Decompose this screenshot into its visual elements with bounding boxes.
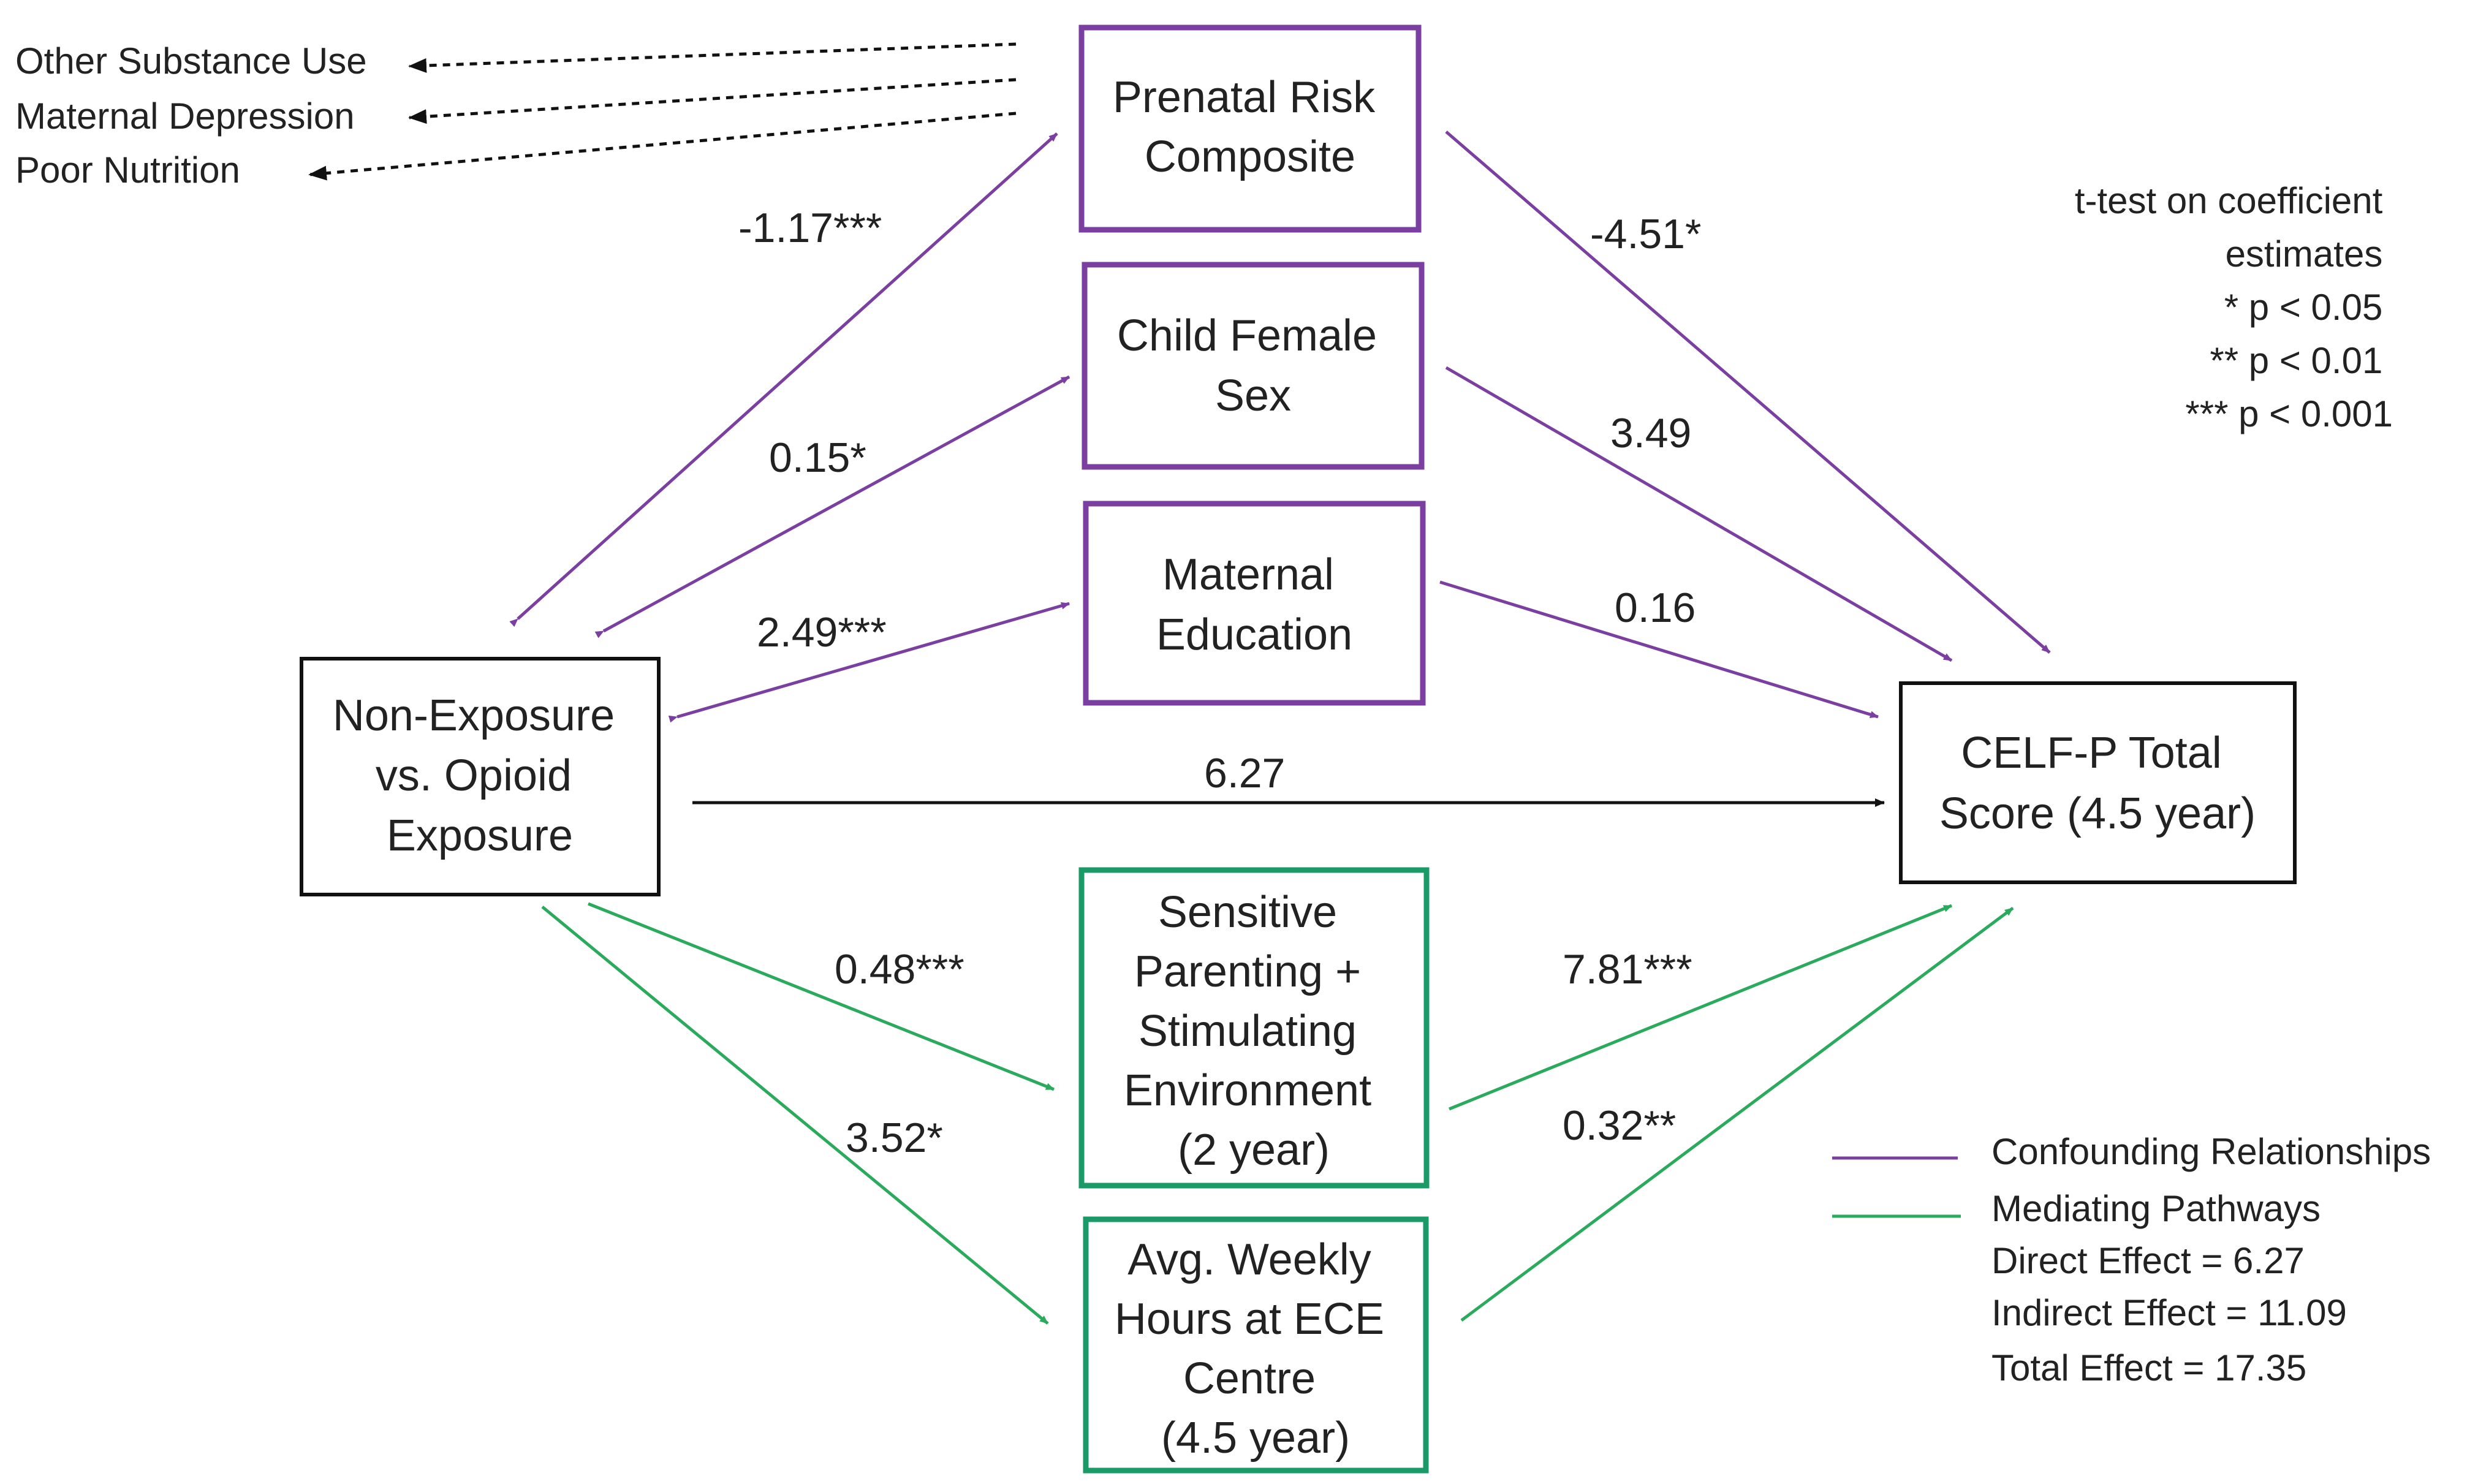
coef-sex-outcome: 3.49 <box>1610 410 1691 456</box>
path-parenting-outcome <box>1449 904 1952 1111</box>
other-confounder-substance-use: Other Substance Use <box>15 40 367 81</box>
node-prenatal-risk: Prenatal Risk Composite <box>1078 25 1422 233</box>
node-maternal-education-label: Maternal Education <box>1156 550 1352 659</box>
coef-exposure-education: 2.49*** <box>757 609 887 656</box>
coef-parenting-outcome: 7.81*** <box>1563 946 1692 993</box>
node-prenatal-risk-label: Prenatal Risk Composite <box>1113 73 1387 181</box>
dashed-arrow-substance-use <box>408 42 1017 73</box>
legend-indirect-effect: Indirect Effect = 11.09 <box>1991 1292 2347 1333</box>
legend-confounding: Confounding Relationships <box>1991 1131 2431 1172</box>
node-outcome-label: CELF-P Total Score (4.5 year) <box>1939 729 2256 838</box>
path-exposure-maternal-education <box>668 602 1070 723</box>
node-outcome: CELF-P Total Score (4.5 year) <box>1899 681 2297 884</box>
coef-exposure-sex: 0.15* <box>769 434 866 481</box>
coefficient-labels: -1.17*** 0.15* 2.49*** -4.51* 3.49 0.16 … <box>738 205 1701 1161</box>
path-ece-hours-outcome <box>1460 906 2014 1322</box>
coef-ece-outcome: 0.32** <box>1563 1102 1676 1149</box>
coef-exposure-ece: 3.52* <box>846 1115 943 1161</box>
coef-exposure-parenting: 0.48*** <box>835 946 964 993</box>
path-exposure-child-sex <box>594 375 1070 638</box>
node-parenting-label: Sensitive Parenting + Stimulating Enviro… <box>1124 888 1384 1175</box>
path-child-sex-outcome <box>1445 366 1953 662</box>
dashed-arrow-poor-nutrition <box>308 112 1017 181</box>
coef-exposure-prenatal: -1.17*** <box>738 205 882 251</box>
coef-direct: 6.27 <box>1204 750 1285 797</box>
other-confounder-poor-nutrition: Poor Nutrition <box>15 150 240 191</box>
path-maternal-education-outcome <box>1439 580 1879 719</box>
path-exposure-ece-hours <box>541 906 1049 1325</box>
node-child-sex: Child Female Sex <box>1082 262 1425 470</box>
confounding-paths <box>509 131 2051 723</box>
node-parenting: Sensitive Parenting + Stimulating Enviro… <box>1078 867 1430 1189</box>
other-confounders: Other Substance Use Maternal Depression … <box>15 40 1017 191</box>
node-child-sex-label: Child Female Sex <box>1117 311 1389 420</box>
node-ece-hours: Avg. Weekly Hours at ECE Centre (4.5 yea… <box>1083 1216 1429 1474</box>
mediating-paths <box>541 902 2014 1325</box>
significance-note: t-test on coefficient estimates * p < 0.… <box>2075 180 2393 434</box>
other-confounder-maternal-depression: Maternal Depression <box>15 96 355 137</box>
legend-mediating: Mediating Pathways <box>1991 1188 2321 1229</box>
node-exposure: Non-Exposure vs. Opioid Exposure <box>300 657 661 896</box>
legend-direct-effect: Direct Effect = 6.27 <box>1991 1240 2305 1281</box>
coef-prenatal-outcome: -4.51* <box>1590 211 1701 257</box>
path-exposure-parenting <box>588 902 1055 1091</box>
legend: Confounding Relationships Mediating Path… <box>1832 1131 2431 1388</box>
dashed-arrow-maternal-depression <box>408 78 1017 124</box>
node-maternal-education: Maternal Education <box>1083 501 1426 706</box>
coef-education-outcome: 0.16 <box>1615 585 1696 631</box>
legend-total-effect: Total Effect = 17.35 <box>1991 1347 2306 1388</box>
path-prenatal-risk-outcome <box>1445 131 2051 654</box>
node-ece-hours-label: Avg. Weekly Hours at ECE Centre (4.5 yea… <box>1115 1235 1396 1463</box>
node-exposure-label: Non-Exposure vs. Opioid Exposure <box>333 691 627 860</box>
